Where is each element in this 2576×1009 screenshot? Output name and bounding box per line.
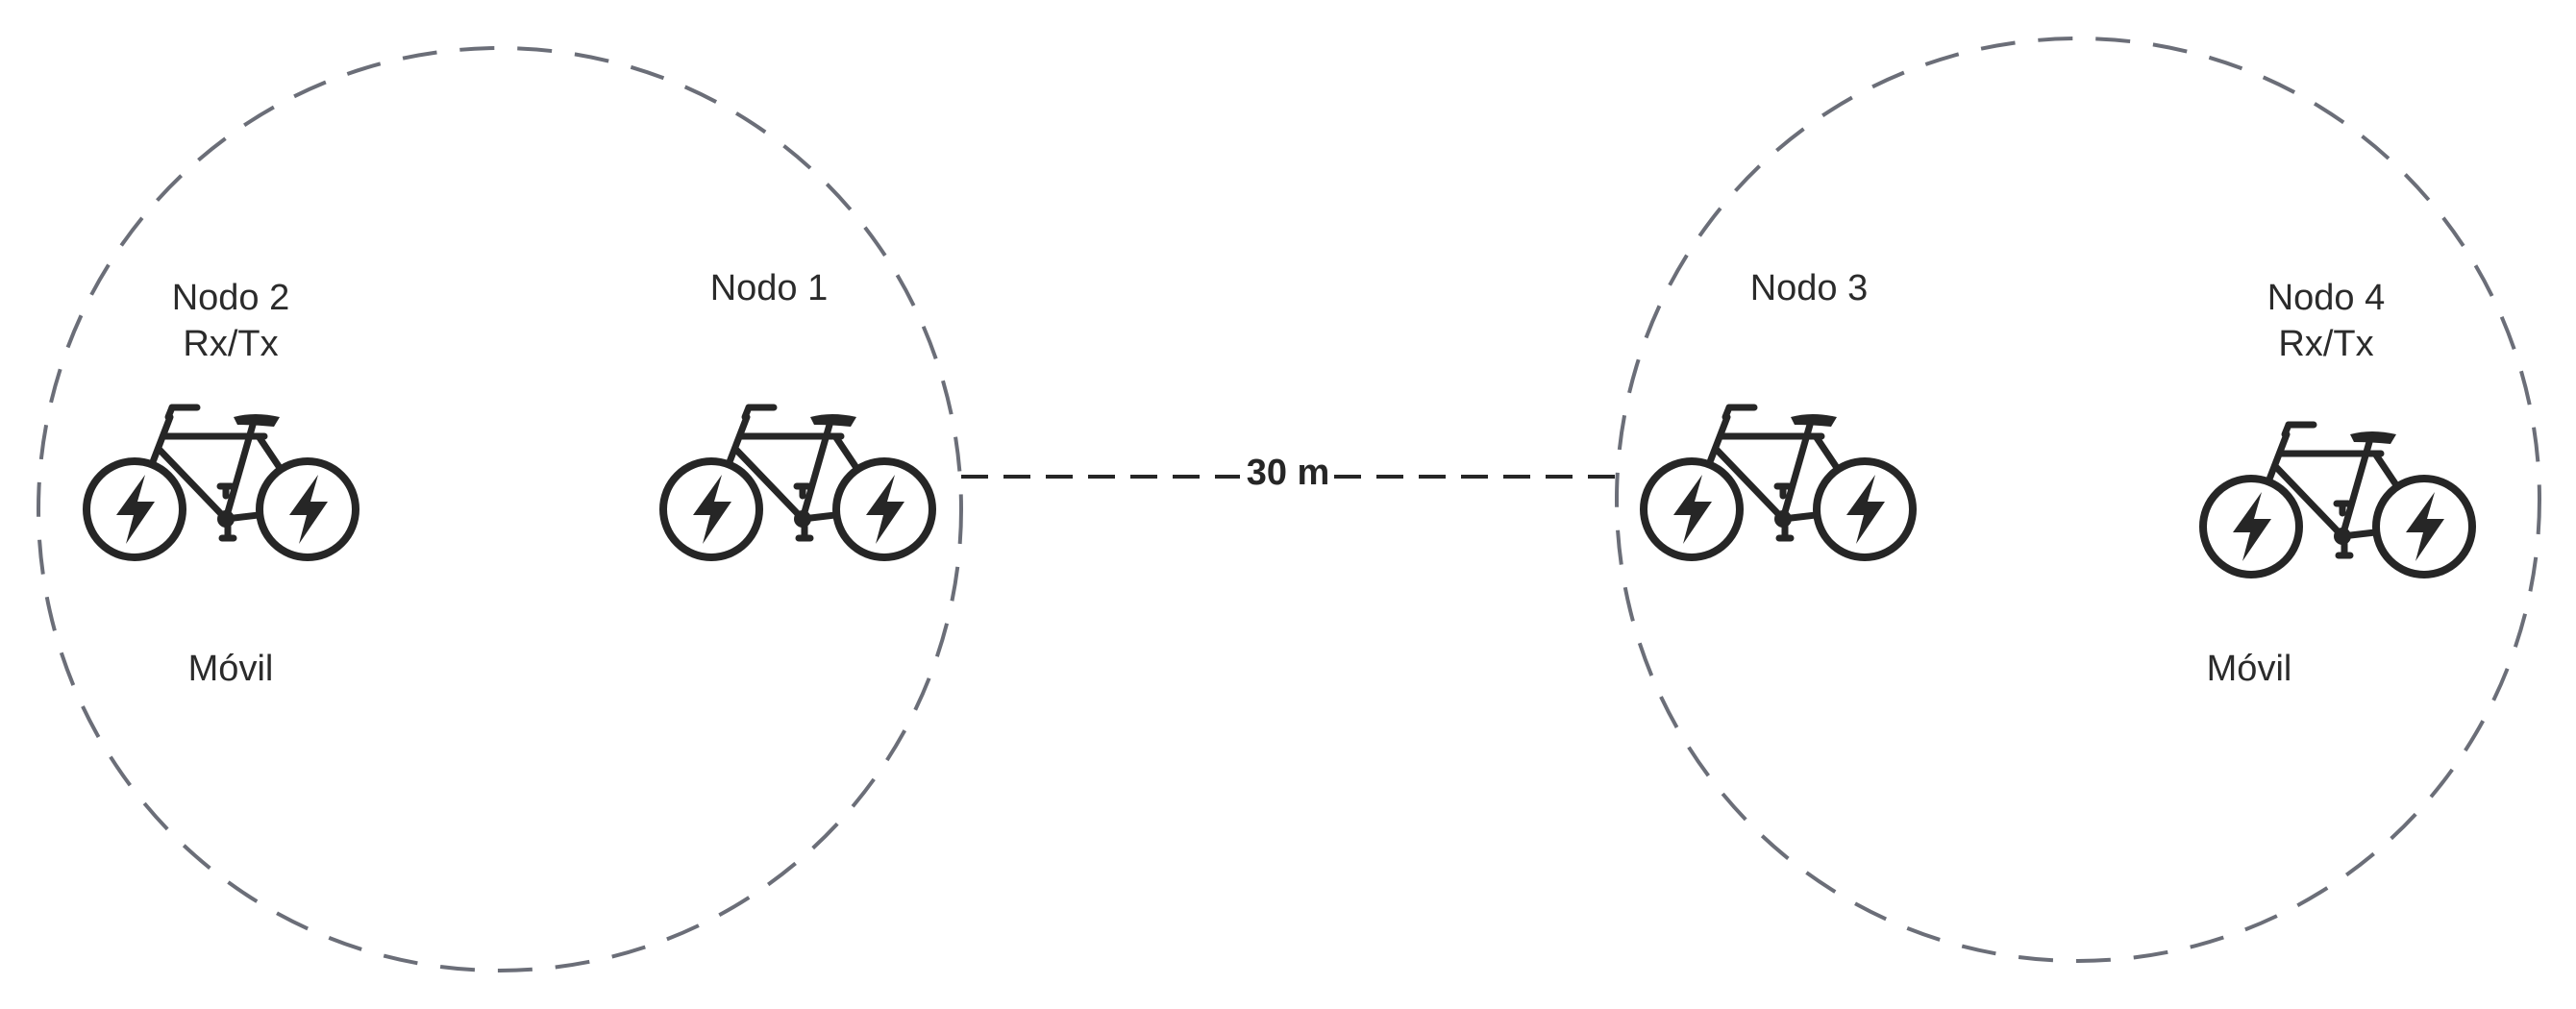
node-nodo-1: Nodo 1	[663, 268, 932, 557]
node-nodo-4: Nodo 4 Rx/Tx Móvil	[2203, 278, 2472, 689]
electric-bike-icon	[663, 407, 932, 557]
node-role: Rx/Tx	[2278, 324, 2373, 364]
node-role: Rx/Tx	[183, 324, 278, 364]
coverage-zone-left	[37, 46, 963, 972]
node-nodo-3: Nodo 3	[1644, 268, 1913, 557]
node-nodo-2: Nodo 2 Rx/Tx Móvil	[87, 278, 356, 689]
node-name: Nodo 4	[2267, 278, 2386, 318]
distance-label: 30 m	[1247, 453, 1330, 493]
electric-bike-icon	[87, 407, 356, 557]
node-name: Nodo 2	[172, 278, 290, 318]
node-name: Nodo 1	[710, 268, 829, 308]
electric-bike-icon	[2203, 425, 2472, 575]
node-status: Móvil	[188, 649, 274, 689]
coverage-zone-right	[1615, 37, 2541, 963]
node-status: Móvil	[2207, 649, 2292, 689]
electric-bike-icon	[1644, 407, 1913, 557]
node-name: Nodo 3	[1750, 268, 1869, 308]
